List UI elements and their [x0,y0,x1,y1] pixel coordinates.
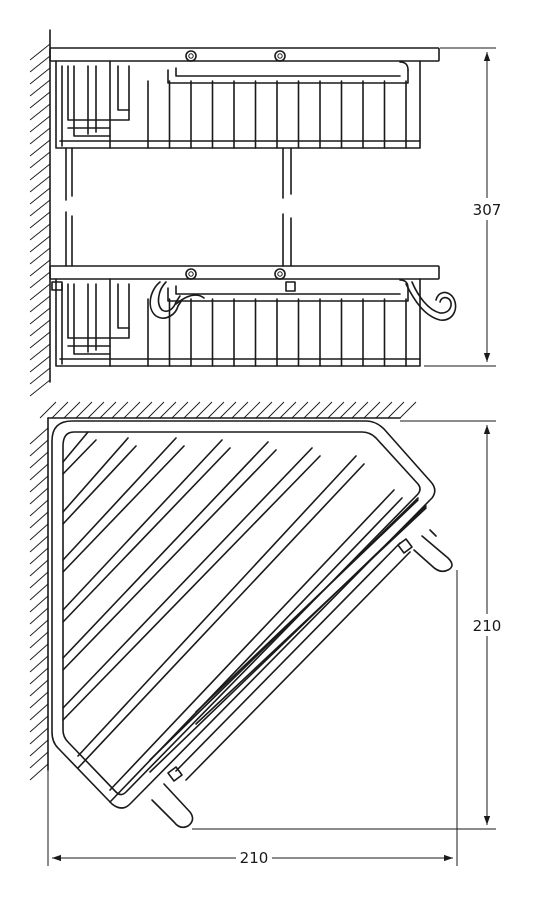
depth-dimension: 210 [192,420,504,830]
upper-shelf-plate [49,47,440,62]
rail-handle-bottom [151,783,194,829]
lower-basket-bars [147,298,407,367]
lower-shelf-plate [49,265,440,280]
lower-screw-left [185,268,197,280]
lower-hook-left [149,281,205,319]
basket-frame-inner [62,431,421,796]
lower-hook-right [405,281,457,321]
mounting-rods-lower [65,211,292,267]
basket-wire-slats [62,431,427,803]
width-dimension: 210 [47,570,458,867]
side-elevation-view: 307 [29,29,504,397]
wall-plan-view [29,401,417,781]
lower-screw-right [274,268,286,280]
depth-dimension-label: 210 [473,617,502,635]
height-dimension-label: 307 [473,201,502,219]
height-dimension: 307 [424,47,504,367]
upper-basket-bars [147,80,407,149]
upper-basket [49,47,440,201]
upper-screw-right [274,50,286,62]
rail-handle-right [413,529,453,573]
upper-screw-left [185,50,197,62]
width-dimension-label: 210 [240,849,269,867]
wall-side-view [29,29,51,397]
wall-hatching [29,43,51,397]
basket-frame-outer [51,420,436,809]
lower-basket [49,265,457,367]
wall-hatching-plan [29,401,417,781]
front-rail [167,538,413,782]
plan-view: 210 210 [29,401,504,867]
